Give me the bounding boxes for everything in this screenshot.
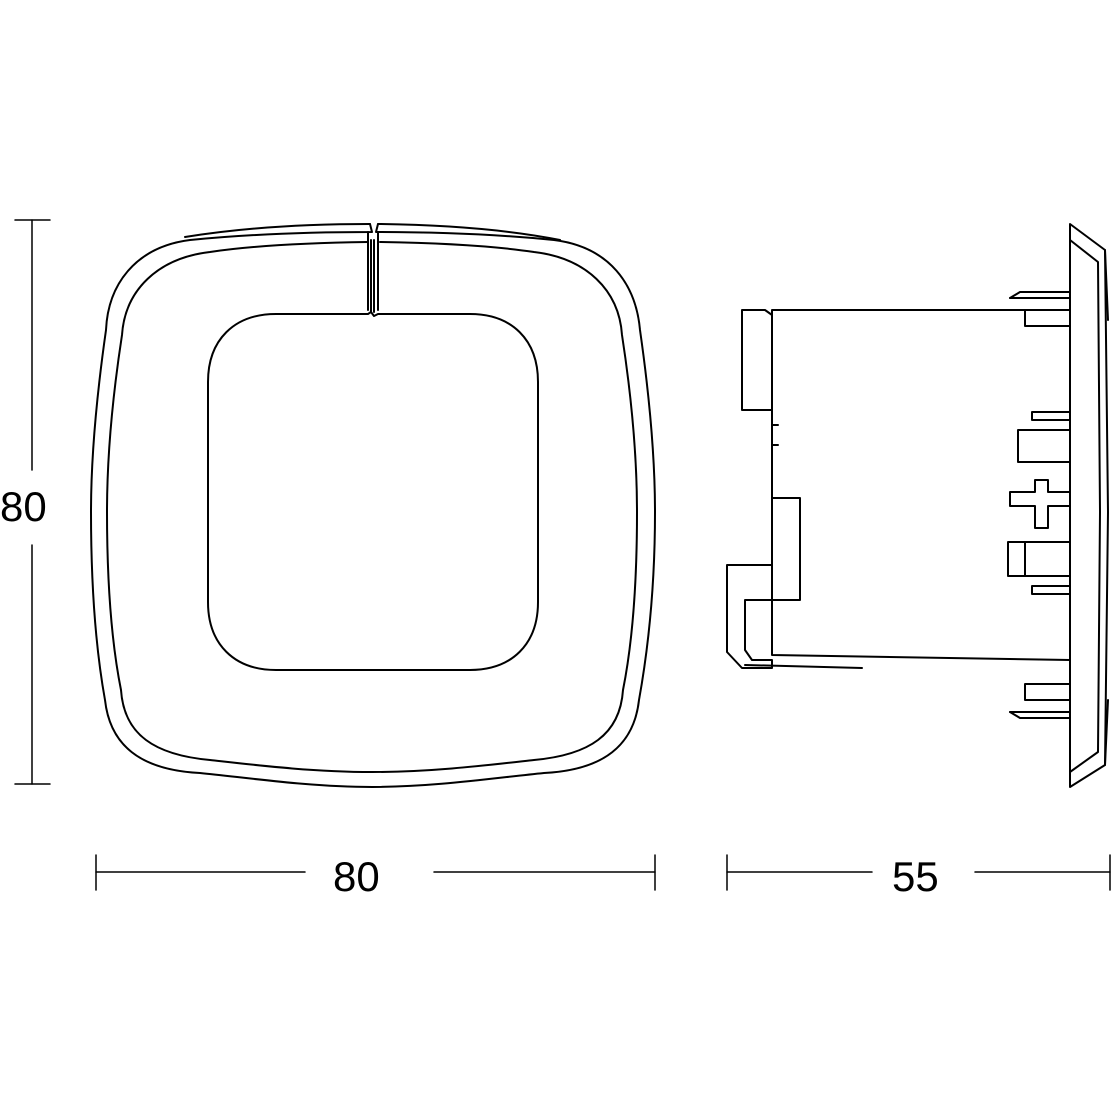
- dimension-width: [95, 854, 656, 891]
- side-back-tab: [771, 497, 801, 601]
- width-dimension-label: 80: [333, 853, 380, 900]
- side-housing-body: [771, 309, 1071, 661]
- depth-dimension-label: 55: [892, 853, 939, 900]
- front-outer-top-left: [184, 223, 371, 238]
- front-outer-frame: [90, 223, 656, 788]
- dimension-depth: [726, 854, 1111, 891]
- side-connector-3: [1009, 479, 1071, 529]
- side-bottom-clip-head: [1009, 711, 1071, 719]
- side-connector-2: [1017, 429, 1071, 463]
- side-view: [726, 223, 1109, 788]
- side-front-plate: [1069, 223, 1109, 788]
- dimension-height: [14, 219, 51, 785]
- side-plate-edge-top: [1104, 249, 1109, 321]
- side-top-clip-head: [1009, 291, 1071, 299]
- side-back-cover: [741, 309, 773, 411]
- front-view: [90, 223, 656, 788]
- front-outer-top-right: [377, 223, 561, 241]
- front-lens-window: [207, 311, 539, 671]
- side-front-plate-inner: [1069, 239, 1101, 773]
- height-dimension-label: 80: [0, 483, 47, 530]
- side-connector-5: [1031, 585, 1071, 595]
- side-bottom-clip: [1009, 683, 1071, 713]
- side-top-clip: [1009, 297, 1071, 327]
- front-inner-frame: [106, 241, 638, 773]
- side-bottom-lip: [744, 664, 863, 669]
- side-plate-edge-bottom: [1104, 699, 1109, 766]
- side-connector-4: [1007, 541, 1071, 577]
- side-connector-1: [1031, 411, 1071, 421]
- side-back-clip-lower: [726, 564, 773, 669]
